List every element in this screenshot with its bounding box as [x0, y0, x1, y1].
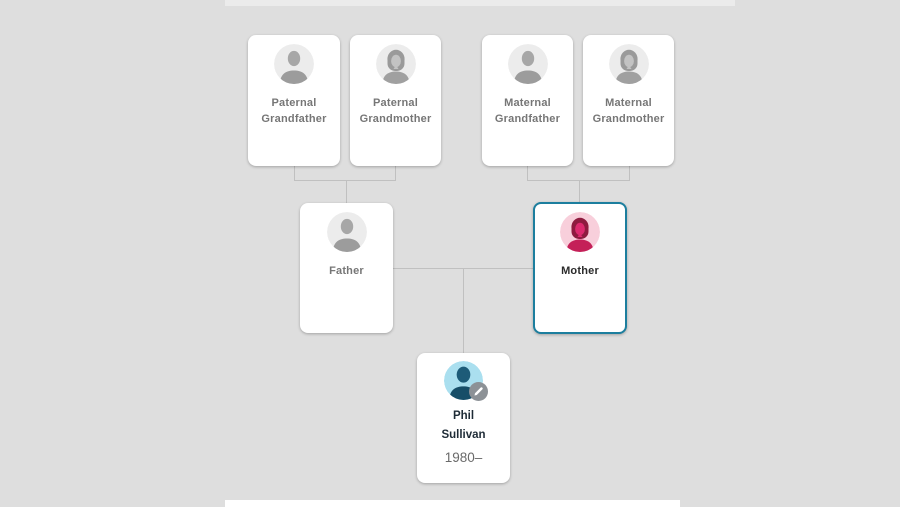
self-lifespan: 1980–: [444, 450, 483, 465]
self-last-name: Sullivan: [441, 429, 486, 441]
page-edge-strip-bottom: [225, 500, 680, 507]
self-avatar-wrap: [444, 353, 488, 401]
self-first-name: Phil: [452, 410, 475, 422]
card-mother-selected[interactable]: Mother: [533, 202, 627, 334]
card-label: Mother: [561, 265, 599, 277]
card-label: Father: [329, 265, 364, 277]
female-avatar-icon: [560, 212, 600, 252]
card-maternal-grandmother[interactable]: Maternal Grandmother: [583, 35, 674, 166]
card-label: Paternal Grandfather: [261, 97, 327, 125]
connector-paternal-grandmother: [395, 166, 396, 180]
card-father[interactable]: Father: [300, 203, 393, 333]
connector-to-father: [346, 180, 347, 203]
card-paternal-grandmother[interactable]: Paternal Grandmother: [350, 35, 441, 166]
card-label: Maternal Grandfather: [494, 97, 561, 125]
male-silhouette-icon: [507, 44, 548, 84]
card-label: Maternal Grandmother: [592, 97, 665, 125]
card-paternal-grandfather[interactable]: Paternal Grandfather: [248, 35, 340, 166]
male-silhouette-icon: [274, 44, 314, 84]
connector-maternal-grandmother: [629, 166, 630, 180]
connector-to-mother: [579, 180, 580, 202]
female-silhouette-icon: [375, 44, 416, 84]
male-silhouette-icon: [326, 212, 367, 252]
card-maternal-grandfather[interactable]: Maternal Grandfather: [482, 35, 573, 166]
card-label: Paternal Grandmother: [359, 97, 432, 125]
card-self-phil-sullivan[interactable]: Phil Sullivan 1980–: [417, 353, 510, 483]
page-edge-strip-top: [225, 0, 735, 6]
connector-maternal-couple: [527, 180, 630, 181]
connector-paternal-couple: [294, 180, 396, 181]
connector-maternal-grandfather: [527, 166, 528, 180]
edit-pencil-icon[interactable]: [469, 382, 488, 401]
connector-to-self: [463, 268, 464, 353]
female-silhouette-icon: [608, 44, 649, 84]
connector-paternal-grandfather: [294, 166, 295, 180]
self-name: Phil Sullivan: [441, 407, 485, 445]
